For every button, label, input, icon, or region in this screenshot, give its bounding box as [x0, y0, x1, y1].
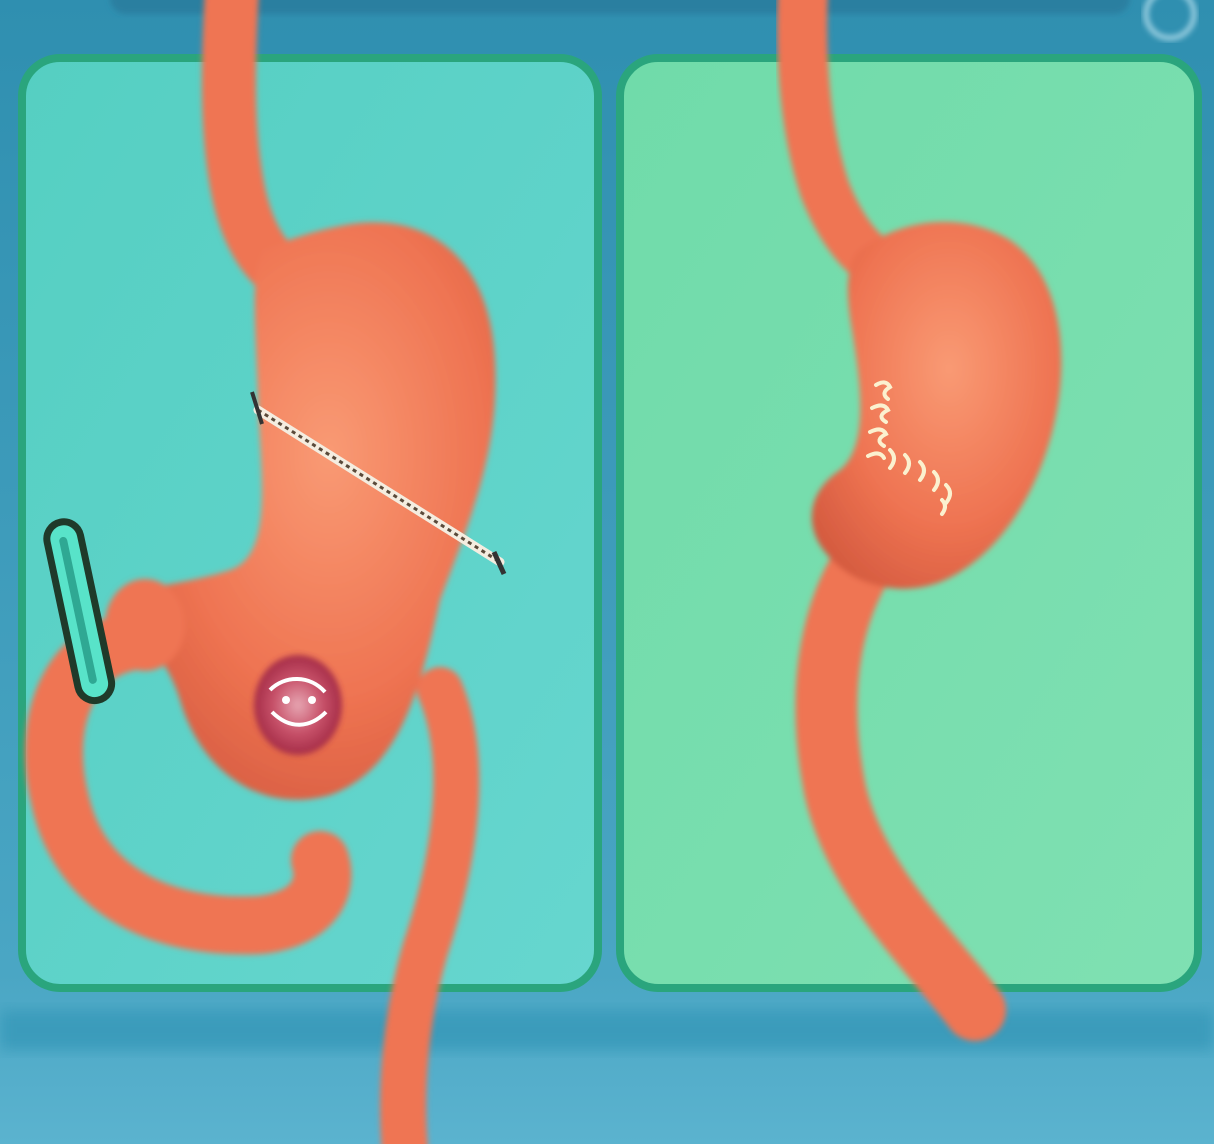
- top-frame-strip: [110, 0, 1130, 14]
- left-pylorus: [105, 579, 185, 671]
- bottom-ledge: [0, 1010, 1214, 1050]
- ulcer-icon: [254, 655, 342, 755]
